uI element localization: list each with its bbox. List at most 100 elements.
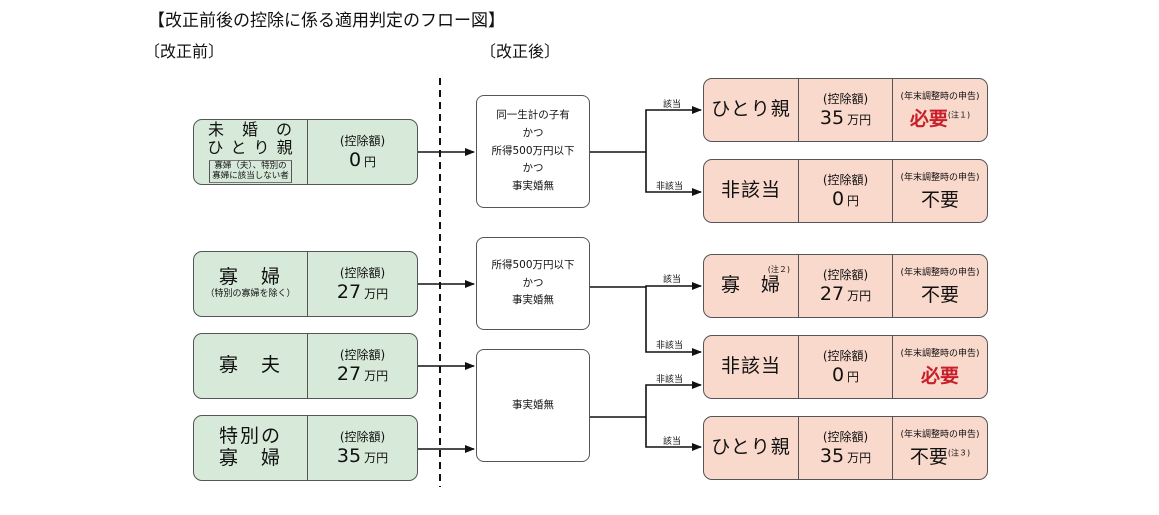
- before-category: 寡 婦 （特別の寡婦を除く）: [194, 252, 308, 316]
- condition-line: かつ: [522, 162, 544, 175]
- before-category: 寡 夫: [194, 334, 308, 398]
- condition-line: 同一生計の子有: [496, 108, 570, 121]
- before-box-unmarried-single-parent: 未 婚 の ひ と り 親 寡婦（夫）、特別の 寡婦に該当しない者 (控除額) …: [193, 119, 418, 185]
- before-heading: 〔改正前〕: [144, 42, 225, 61]
- category-name: 非該当: [720, 179, 781, 202]
- amount-value: 0: [831, 188, 845, 211]
- amount-unit: 円: [364, 155, 377, 170]
- declaration-value: 不要: [920, 284, 959, 306]
- amount-label: (控除額): [339, 430, 386, 445]
- after-declaration: (年末調整時の申告) 不要: [893, 255, 987, 317]
- note-ref: (注２): [767, 265, 790, 274]
- after-category: (注２) 寡 婦: [704, 255, 799, 317]
- condition-box-1: 同一生計の子有 かつ 所得500万円以下 かつ 事実婚無: [476, 95, 590, 208]
- condition-line: 事実婚無: [512, 180, 554, 193]
- arrow-cond3-yes: [645, 417, 702, 451]
- amount-value: 27: [819, 283, 845, 306]
- amount-label: (控除額): [822, 268, 869, 283]
- page-title: 【改正前後の控除に係る適用判定のフロー図】: [148, 11, 505, 31]
- category-name-line: 寡 夫: [218, 354, 282, 377]
- condition-line: 所得500万円以下: [491, 144, 575, 157]
- amount-value: 35: [819, 445, 845, 468]
- after-category: ひとり親: [704, 79, 799, 141]
- declaration-label: (年末調整時の申告): [900, 92, 980, 102]
- declaration-value: 必要: [909, 108, 948, 130]
- amount-unit: 万円: [364, 287, 389, 302]
- condition-box-3: 事実婚無: [476, 349, 590, 462]
- branch-label-yes: 該当: [663, 437, 682, 447]
- declaration-label: (年末調整時の申告): [900, 430, 980, 440]
- branch-label-no: 非該当: [656, 375, 684, 385]
- declaration-label: (年末調整時の申告): [900, 268, 980, 278]
- category-name-line: ひ と り 親: [207, 138, 294, 158]
- amount-value: 0: [831, 364, 845, 387]
- amount-unit: 万円: [364, 451, 389, 466]
- branch-label-yes: 該当: [663, 275, 682, 285]
- amount-unit: 円: [847, 194, 860, 209]
- category-note: 寡婦（夫）、特別の 寡婦に該当しない者: [209, 159, 292, 184]
- condition-line: 事実婚無: [512, 294, 554, 307]
- after-category: 非該当: [704, 336, 799, 398]
- condition-line: かつ: [522, 276, 544, 289]
- condition-line: 事実婚無: [512, 398, 554, 411]
- category-name-line: 特別の: [218, 425, 282, 448]
- amount-label: (控除額): [339, 348, 386, 363]
- amount-unit: 万円: [364, 369, 389, 384]
- after-declaration: (年末調整時の申告) 必要(注１): [893, 79, 987, 141]
- declaration-value: 必要: [920, 365, 959, 387]
- amount-label: (控除額): [822, 92, 869, 107]
- amount-value: 35: [819, 107, 845, 130]
- condition-line: 所得500万円以下: [491, 258, 575, 271]
- category-note-line: 寡婦に該当しない者: [212, 171, 289, 182]
- amount-label: (控除額): [339, 266, 386, 281]
- category-name: ひとり親: [711, 98, 791, 121]
- arrow-cond3-no: [645, 381, 702, 417]
- category-name-line: 寡 婦: [218, 447, 282, 469]
- before-category: 特別の 寡 婦: [194, 416, 308, 480]
- amount-label: (控除額): [822, 349, 869, 364]
- declaration-label: (年末調整時の申告): [900, 349, 980, 359]
- note-ref: (注１): [947, 110, 971, 120]
- arrow-cond2-yes: [645, 282, 702, 290]
- after-declaration: (年末調整時の申告) 不要: [893, 160, 987, 222]
- amount-unit: 万円: [847, 451, 872, 466]
- amount-value: 27: [336, 363, 362, 386]
- amount-value: 35: [336, 445, 362, 468]
- after-heading: 〔改正後〕: [480, 42, 561, 61]
- branch-label-no: 非該当: [656, 182, 684, 192]
- declaration-status: 不要(注３): [910, 442, 970, 469]
- category-name: 寡 婦: [720, 274, 781, 297]
- amount-value: 0: [348, 149, 362, 172]
- category-name: ひとり親: [711, 436, 791, 459]
- amount-label: (控除額): [339, 134, 386, 149]
- arrow-cond1-no: [645, 152, 702, 196]
- amount-unit: 円: [847, 370, 860, 385]
- branch-label-no: 非該当: [656, 341, 684, 351]
- after-category: 非該当: [704, 160, 799, 222]
- condition-box-2: 所得500万円以下 かつ 事実婚無: [476, 237, 590, 330]
- note-ref: (注３): [947, 448, 971, 458]
- declaration-status: 必要(注１): [910, 104, 970, 131]
- arrow-cond1-yes: [645, 106, 702, 152]
- before-category: 未 婚 の ひ と り 親 寡婦（夫）、特別の 寡婦に該当しない者: [194, 120, 308, 184]
- category-note: （特別の寡婦を除く）: [205, 289, 296, 300]
- amount-label: (控除額): [822, 173, 869, 188]
- category-name: 非該当: [720, 355, 781, 378]
- after-declaration: (年末調整時の申告) 必要: [893, 336, 987, 398]
- declaration-value: 不要: [920, 189, 959, 211]
